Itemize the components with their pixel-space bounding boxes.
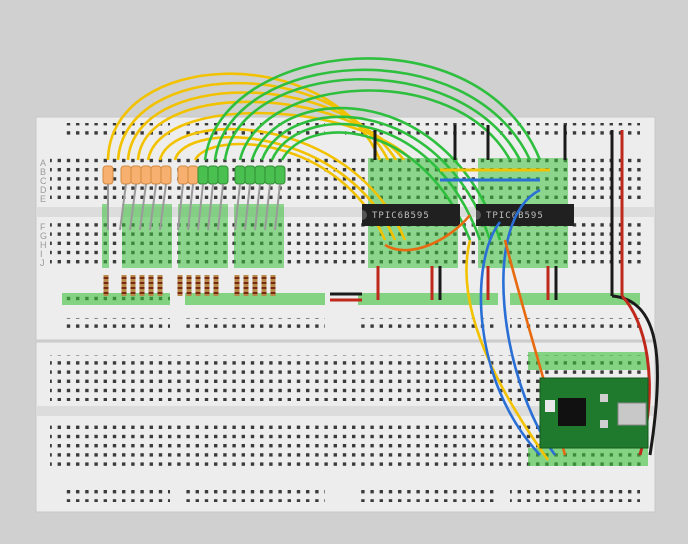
svg-text:J: J	[40, 258, 45, 268]
svg-text:F: F	[40, 222, 46, 232]
svg-text:E: E	[40, 194, 46, 204]
center-channel-upper	[36, 207, 655, 217]
svg-text:I: I	[40, 249, 43, 259]
svg-text:C: C	[40, 176, 47, 186]
svg-text:B: B	[40, 167, 46, 177]
led-legs	[107, 183, 281, 231]
green-leds	[197, 165, 286, 185]
svg-text:H: H	[40, 240, 47, 250]
usb-port-icon	[617, 402, 647, 426]
reset-button	[545, 400, 555, 412]
power-rail-top-2	[185, 123, 325, 135]
jumper-pair	[330, 292, 362, 302]
active-connections	[62, 158, 648, 466]
teensy-board	[539, 377, 649, 449]
power-rail-top-4	[500, 123, 640, 135]
resistor-array	[103, 275, 276, 296]
chip-label: TPIC6B595	[372, 211, 430, 221]
svg-text:D: D	[40, 185, 47, 195]
green-wires	[203, 57, 542, 241]
mcu-chip	[558, 398, 586, 426]
led-array	[102, 165, 286, 185]
orange-leds	[102, 165, 199, 185]
vertical-jumpers	[373, 125, 567, 300]
shift-register-1: TPIC6B595	[362, 204, 460, 226]
svg-text:G: G	[40, 231, 47, 241]
row-label: A	[40, 158, 46, 168]
shift-register-2: TPIC6B595	[476, 204, 574, 226]
